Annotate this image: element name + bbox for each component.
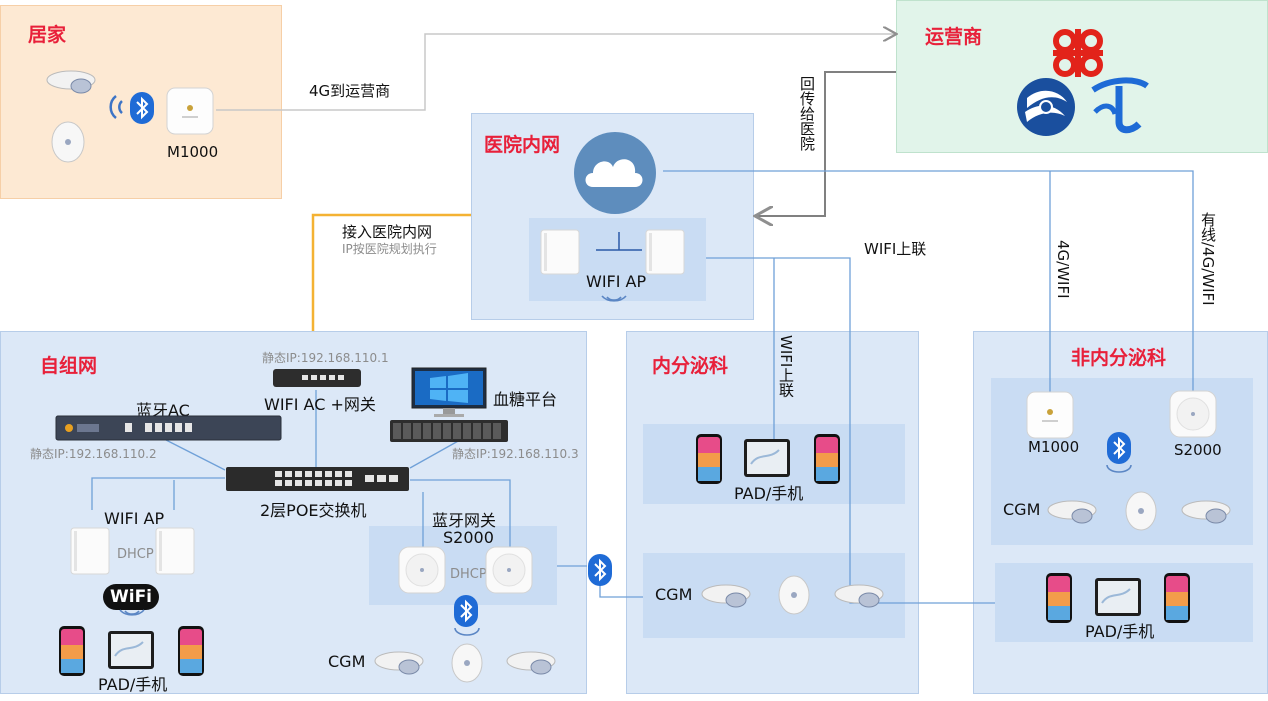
cloud-to-noninternal-line [663,170,1194,393]
wifi-ap-right-icon [645,229,685,275]
non-endo-phone-right-icon [1164,573,1190,623]
non-endo-cgm-round-icon [1125,491,1157,531]
link-bluetooth-icon [588,554,612,586]
non-endo-cgm-label: CGM [1003,500,1041,519]
cgm-sensor-icon [46,70,96,94]
bluetooth-ac-device-icon [55,415,282,441]
wifi-uplink-line [706,257,995,604]
endo-cgm-sensor-left-icon [701,584,751,608]
carrier-title: 运营商 [925,26,983,48]
m1000-device-icon [166,87,214,135]
endocrine-title: 内分泌科 [652,355,729,377]
non-endo-cgm-sensor-right-icon [1181,500,1231,524]
self-phone-right-icon [178,626,204,676]
poe-switch-label: 2层POE交换机 [260,501,367,520]
self-pad-icon [108,631,154,669]
endo-phone-left-icon [696,434,722,484]
monitor-icon [411,367,487,417]
4g-wifi-label: 4G/WIFI [1054,240,1072,299]
self-dhcp-left-label: DHCP [117,547,154,562]
wifi-uplink-vertical-label: WIFI上联 [777,335,795,398]
endo-pad-icon [744,439,790,477]
carrier-to-hospital-line [757,71,896,216]
non-endo-m1000-icon [1026,391,1074,439]
self-phone-left-icon [59,626,85,676]
wifi-ap-left-icon [540,229,580,275]
non-endo-cgm-sensor-left-icon [1047,500,1097,524]
self-pad-label: PAD/手机 [98,675,168,694]
endo-cgm-label: CGM [655,585,693,604]
non-endo-bt-signal-icon [1106,464,1132,473]
self-cgm-sensor-right-icon [506,651,556,675]
bluetooth-icon [130,92,154,124]
wifi-uplink-horizontal-label: WIFI上联 [864,240,927,258]
wifi-ac-ip-label: 静态IP:192.168.110.1 [262,351,389,365]
cloud-icon [574,132,656,214]
join-intranet-note: IP按医院规划执行 [342,242,437,256]
self-bt-signal-icon [454,627,480,636]
glucose-platform-label: 血糖平台 [493,390,558,409]
non-endo-s2000-icon [1169,390,1217,438]
home-title: 居家 [28,24,67,46]
endo-cgm-round-icon [778,575,810,615]
non-endo-pad-label: PAD/手机 [1085,622,1155,641]
self-wifi-ap-label: WIFI AP [104,509,165,528]
self-cgm-sensor-left-icon [374,651,424,675]
self-wifi-signal-icon [119,609,145,616]
server-icon [390,420,508,442]
endo-cgm-sensor-right-icon [834,584,884,608]
wired-4g-wifi-label: 有线/4G/WIFI [1199,212,1217,306]
s2000-right-icon [485,546,533,594]
glucose-platform-ip-label: 静态IP:192.168.110.3 [452,447,579,461]
carrier-back-label: 回传给医院 [798,76,816,151]
self-wifi-ap-left-icon [70,527,110,575]
self-bluetooth-icon [454,595,478,627]
self-network-zone [0,331,587,694]
join-intranet-label: 接入医院内网 [342,223,433,241]
non-endo-m1000-label: M1000 [1028,438,1080,456]
endo-pad-label: PAD/手机 [734,484,804,503]
self-wifi-ap-right-icon [155,527,195,575]
wifi-ac-label: WIFI AC +网关 [264,395,376,414]
wifi-ac-device-icon [273,369,361,387]
self-cgm-label: CGM [328,652,366,671]
endo-phone-right-icon [814,434,840,484]
bluetooth-ac-label: 蓝牙AC [136,401,190,420]
bt-gateway-s2000-label: S2000 [443,528,494,547]
bluetooth-ac-ip-label: 静态IP:192.168.110.2 [30,447,157,461]
s2000-left-icon [398,546,446,594]
china-mobile-logo-icon [1017,78,1075,136]
non-endocrine-title: 非内分泌科 [1071,347,1167,369]
non-endo-s2000-label: S2000 [1174,441,1222,459]
bt-dhcp-right-label: DHCP [450,567,487,582]
wifi-logo-text: WiFi [109,587,153,607]
non-endo-bluetooth-icon [1107,432,1131,464]
wifi-signal-icon [601,295,627,302]
self-cgm-round-icon [451,643,483,683]
home-m1000-label: M1000 [167,143,219,161]
wireless-signal-icon [109,95,123,119]
wifi-logo-icon: WiFi [103,584,159,610]
non-endo-pad-icon [1095,578,1141,616]
china-unicom-logo-icon [1053,29,1103,77]
non-endo-phone-left-icon [1046,573,1072,623]
self-network-title: 自组网 [40,355,98,377]
join-intranet-line [311,213,471,331]
home-to-carrier-label: 4G到运营商 [309,82,391,100]
bt-gateway-label: 蓝牙网关 [432,511,497,530]
poe-switch-icon [226,467,409,491]
home-to-carrier-line [216,34,895,111]
china-telecom-logo-icon [1091,77,1149,134]
intranet-wifi-ap-label: WIFI AP [586,272,647,291]
carrier-zone [896,0,1268,153]
hospital-intranet-title: 医院内网 [484,134,561,156]
round-receiver-icon [51,121,85,163]
